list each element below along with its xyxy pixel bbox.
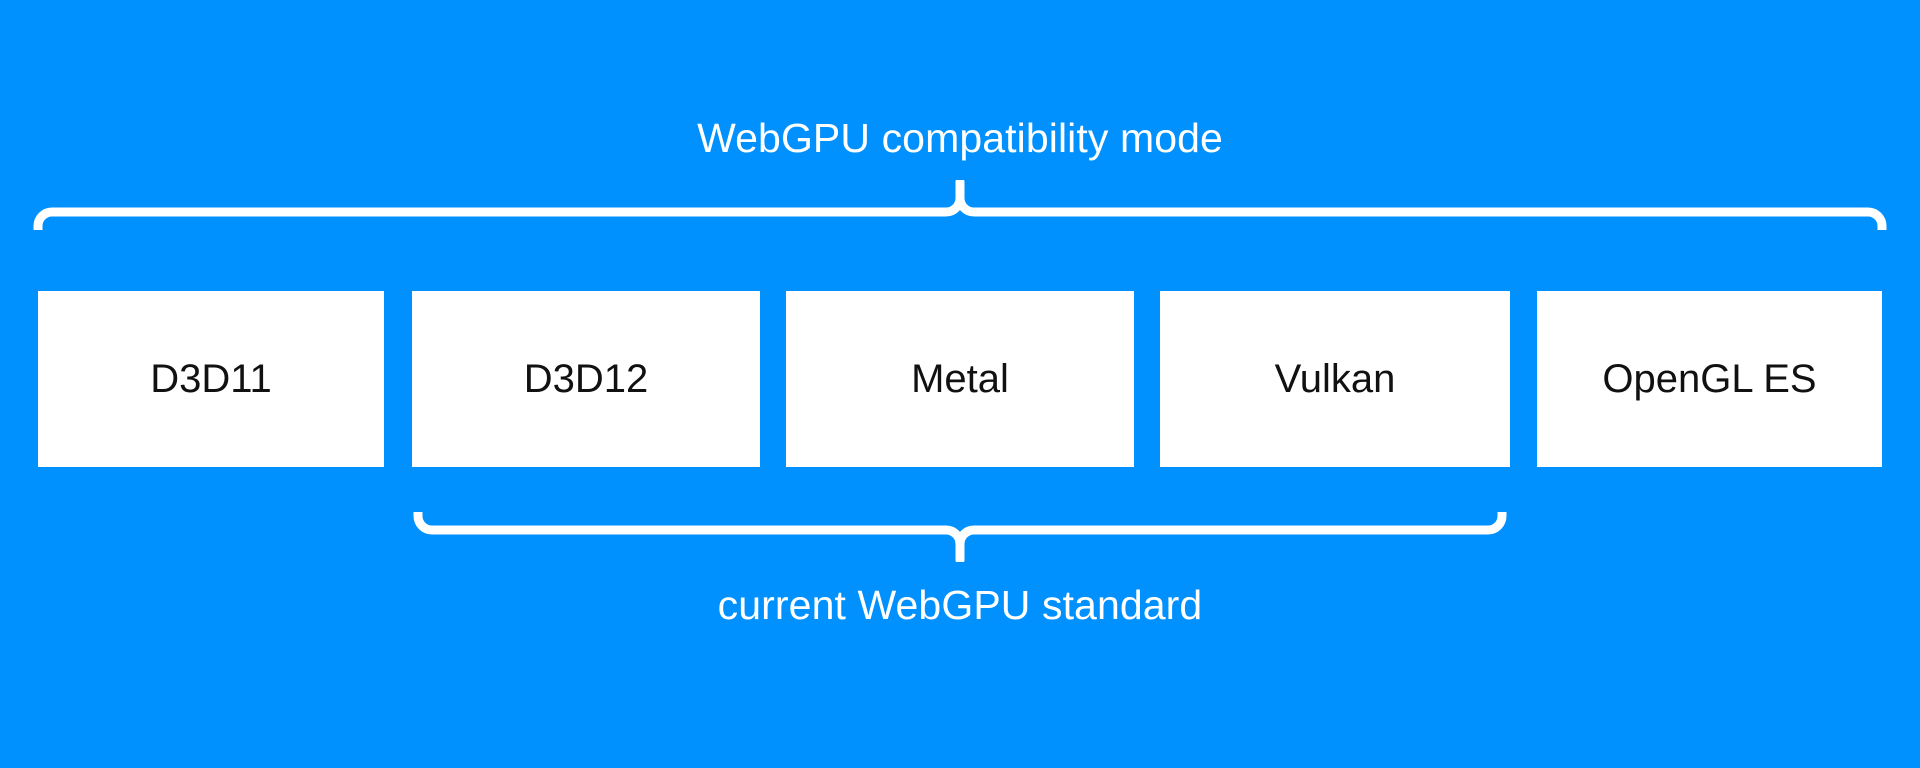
backend-box-d3d12[interactable]: D3D12 <box>412 291 760 467</box>
bottom-brace-down-icon <box>410 512 1510 562</box>
bottom-group-label: current WebGPU standard <box>717 582 1203 628</box>
backend-box-opengl-es[interactable]: OpenGL ES <box>1537 291 1882 467</box>
backend-box-vulkan[interactable]: Vulkan <box>1160 291 1510 467</box>
top-brace-up-icon <box>30 180 1890 230</box>
backend-box-label: D3D11 <box>150 357 272 401</box>
backend-box-label: Vulkan <box>1274 357 1396 401</box>
backend-box-label: D3D12 <box>523 357 649 401</box>
top-group-label: WebGPU compatibility mode <box>697 115 1223 161</box>
backend-box-metal[interactable]: Metal <box>786 291 1134 467</box>
backend-box-d3d11[interactable]: D3D11 <box>38 291 384 467</box>
backend-boxes-row: D3D11 D3D12 Metal Vulkan OpenGL ES <box>0 291 1920 467</box>
backend-box-label: OpenGL ES <box>1602 357 1817 401</box>
backend-box-label: Metal <box>911 357 1009 401</box>
